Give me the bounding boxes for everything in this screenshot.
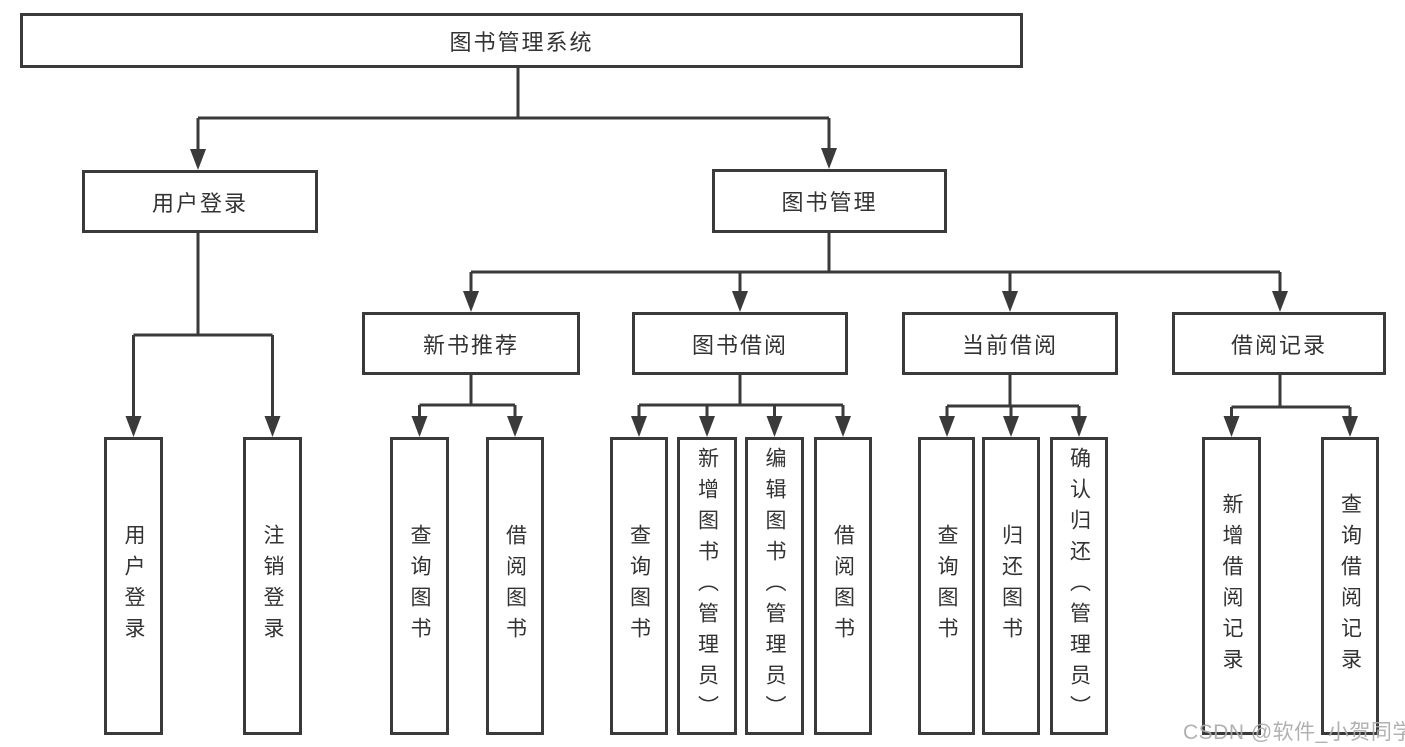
node-leaf-borrow-books-recommend: 借阅图书 xyxy=(486,437,544,735)
node-book-borrowing: 图书借阅 xyxy=(632,312,848,375)
node-leaf-return-books: 归还图书 xyxy=(982,437,1040,735)
node-leaf-user-login: 用户登录 xyxy=(104,437,163,735)
node-borrowing-records: 借阅记录 xyxy=(1172,312,1386,375)
node-leaf-add-books-admin: 新增图书（管理员） xyxy=(677,437,737,735)
node-leaf-logout: 注销登录 xyxy=(243,437,302,735)
csdn-watermark: CSDN @软件_小贺同学 xyxy=(1183,721,1405,744)
node-leaf-query-borrow-record: 查询借阅记录 xyxy=(1321,437,1379,735)
node-leaf-edit-books-admin: 编辑图书（管理员） xyxy=(745,437,804,735)
node-leaf-confirm-return-admin: 确认归还（管理员） xyxy=(1050,437,1108,735)
node-current-borrowing: 当前借阅 xyxy=(902,312,1118,375)
node-book-management: 图书管理 xyxy=(712,169,947,233)
node-leaf-add-borrow-record: 新增借阅记录 xyxy=(1202,437,1261,735)
node-leaf-query-books-borrow: 查询图书 xyxy=(610,437,668,735)
node-leaf-query-books-current: 查询图书 xyxy=(918,437,975,735)
node-leaf-borrow-books: 借阅图书 xyxy=(814,437,872,735)
node-leaf-query-books-recommend: 查询图书 xyxy=(390,437,449,735)
node-new-book-recommendation: 新书推荐 xyxy=(362,312,580,375)
node-root-library-management-system: 图书管理系统 xyxy=(20,13,1023,68)
node-user-login: 用户登录 xyxy=(82,170,318,233)
